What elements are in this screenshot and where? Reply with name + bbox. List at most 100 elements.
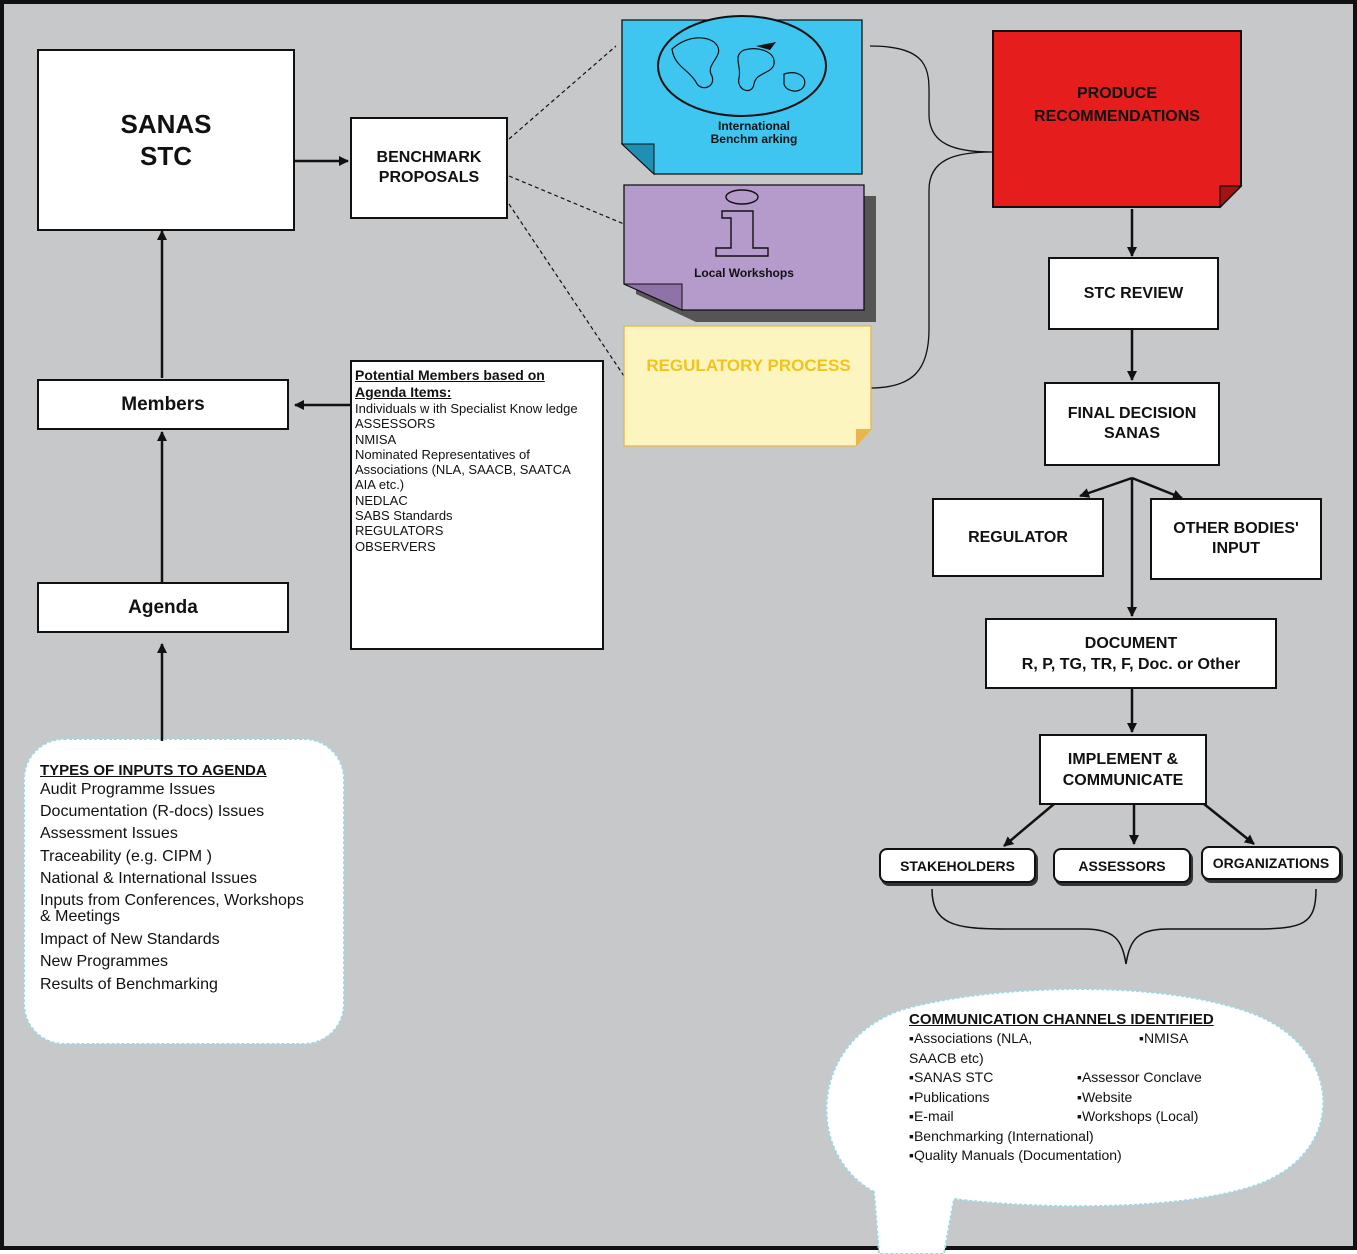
stakeholders-box: STAKEHOLDERS [879,848,1036,883]
final-decision-line2: SANAS [1103,425,1160,442]
channel-item: ▪E-mail [909,1108,954,1124]
sanas-stc-line2: STC [140,141,192,171]
input-item: Results of Benchmarking [40,975,218,993]
brace-outputs [931,888,1317,965]
regulatory-card [623,325,872,447]
sanas-stc-line1: SANAS [120,109,212,139]
brace-methods [869,45,993,389]
assessors-label: ASSESSORS [1078,857,1166,874]
input-item: Assessment Issues [40,825,178,843]
organizations-label: ORGANIZATIONS [1212,855,1330,871]
regulator-box: REGULATOR [932,498,1104,577]
potential-members-heading2: Agenda Items: [355,384,452,400]
info-icon [715,189,769,257]
other-bodies-box: OTHER BODIES' INPUT [1150,498,1322,580]
input-item: Inputs from Conferences, Workshops [40,892,304,910]
local-workshops-text: Local Workshops [694,266,794,280]
input-item: Impact of New Standards [40,931,220,949]
potential-member-item: ASSESSORS [355,416,436,432]
potential-member-item: REGULATORS [355,523,444,539]
inputs-bubble [23,738,345,1045]
globe-icon [657,15,827,117]
implement-line2: COMMUNICATE [1062,771,1184,789]
channel-item: ▪SANAS STC [909,1069,994,1085]
regulator-label: REGULATOR [968,528,1068,546]
stc-review-box: STC REVIEW [1048,257,1219,330]
channels-row: ▪Associations (NLA, SAACB etc) ▪NMISA [909,1029,1269,1068]
produce-line2: RECOMMENDATIONS [1034,108,1200,125]
benchmark-box: BENCHMARK PROPOSALS [350,117,508,219]
channel-item: ▪Publications [909,1088,990,1105]
agenda-label: Agenda [128,596,198,618]
international-label: International Benchm arking [654,120,854,146]
channel-item: ▪Quality Manuals (Documentation) [909,1147,1122,1163]
sanas-stc-box: SANAS STC [37,49,295,231]
arrow-final-to-other [1131,476,1183,500]
channels-heading: COMMUNICATION CHANNELS IDENTIFIED [909,1011,1214,1028]
dashed-to-regulatory [508,203,627,380]
potential-member-item: Associations (NLA, SAACB, SAATCA [355,462,571,478]
arrow-final-to-regulator [1079,476,1133,498]
input-item: National & International Issues [40,869,258,887]
implement-box: IMPLEMENT & COMMUNICATE [1039,734,1207,805]
input-item: Documentation (R-docs) Issues [40,803,265,821]
stc-review-label: STC REVIEW [1083,284,1184,302]
input-item: Traceability (e.g. CIPM ) [40,847,212,865]
potential-members-box [350,360,604,650]
inputs-list: TYPES OF INPUTS TO AGENDA Audit Programm… [40,762,340,996]
dashed-to-local [508,175,625,225]
inputs-heading: TYPES OF INPUTS TO AGENDA [40,762,267,779]
produce-label: PRODUCE RECOMMENDATIONS [994,82,1240,128]
potential-member-item: AIA etc.) [355,477,405,493]
channels-list: COMMUNICATION CHANNELS IDENTIFIED ▪Assoc… [909,1011,1269,1166]
potential-members-heading1: Potential Members based on [355,367,545,383]
potential-member-item: NEDLAC [355,492,408,508]
agenda-box: Agenda [37,582,289,633]
local-workshops-card [623,184,876,322]
dashed-to-international [508,45,617,140]
final-decision-line1: FINAL DECISION [1067,405,1197,422]
assessors-box: ASSESSORS [1053,848,1191,883]
channel-item: ▪Assessor Conclave [1077,1069,1202,1085]
potential-member-item: OBSERVERS [355,538,436,554]
channels-bubble [825,988,1325,1254]
document-box: DOCUMENT R, P, TG, TR, F, Doc. or Other [985,618,1277,689]
benchmark-line2: PROPOSALS [378,169,480,186]
channels-row: ▪SANAS STC ▪Assessor Conclave [909,1068,1269,1088]
benchmark-line1: BENCHMARK [376,149,482,166]
channel-item: ▪Associations (NLA, SAACB etc) [909,1030,1033,1066]
connectors-layer [23,15,1325,1254]
international-card [620,15,863,176]
input-item: Audit Programme Issues [40,781,216,798]
potential-member-item: NMISA [355,431,397,447]
international-line2: Benchm arking [710,132,798,146]
members-box: Members [37,379,289,430]
local-workshops-label: Local Workshops [644,266,844,280]
arrow-implement-to-stakeholders [1003,803,1055,847]
document-line2: R, P, TG, TR, F, Doc. or Other [1021,655,1241,673]
channel-item: ▪Workshops (Local) [1077,1108,1199,1124]
arrow-implement-to-organizations [1203,803,1255,845]
regulatory-label: REGULATORY PROCESS [626,356,871,376]
potential-members-list: Potential Members based on Agenda Items:… [355,367,605,554]
input-item: New Programmes [40,953,169,971]
input-item: & Meetings [40,908,121,926]
channel-item: ▪Benchmarking (International) [909,1127,1094,1144]
potential-member-item: SABS Standards [355,508,453,524]
regulatory-text: REGULATORY PROCESS [646,356,851,375]
stakeholders-label: STAKEHOLDERS [900,857,1015,874]
document-line1: DOCUMENT [1084,634,1178,652]
potential-member-item: Nominated Representatives of [355,446,530,462]
final-decision-box: FINAL DECISION SANAS [1044,382,1220,466]
produce-line1: PRODUCE [1076,85,1157,102]
potential-member-item: Individuals w ith Specialist Know ledge [355,401,578,416]
other-bodies-line2: INPUT [1212,540,1260,557]
channels-row: ▪E-mail ▪Workshops (Local) [909,1107,1269,1127]
organizations-box: ORGANIZATIONS [1201,846,1341,880]
other-bodies-line1: OTHER BODIES' [1173,520,1299,537]
implement-line1: IMPLEMENT & [1067,750,1179,768]
channels-row: ▪Publications ▪Website [909,1088,1269,1108]
channel-item: ▪NMISA [1139,1030,1189,1046]
channel-item: ▪Website [1077,1088,1133,1105]
